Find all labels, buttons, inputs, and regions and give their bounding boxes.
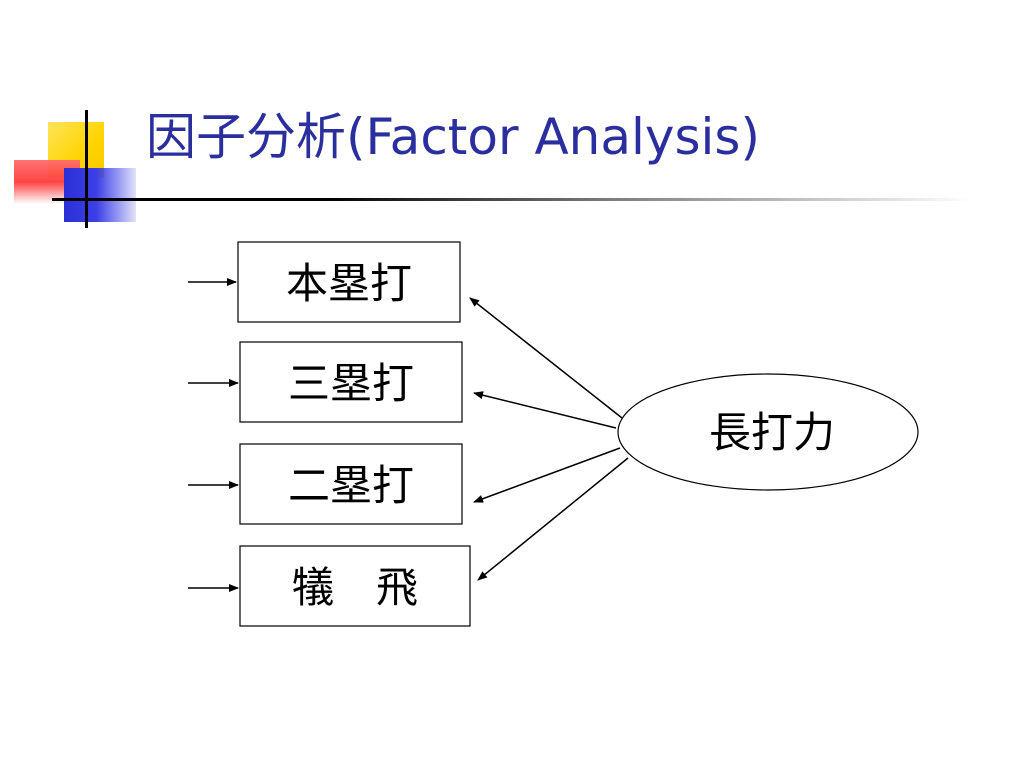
- observed-label-2: 三塁打: [288, 359, 414, 408]
- decorative-vertical-line: [85, 110, 88, 228]
- latent-factor-label: 長打力: [709, 408, 835, 457]
- observed-box-1: [237, 241, 461, 323]
- observed-label-1: 本塁打: [286, 259, 412, 308]
- observed-box-2: [239, 341, 463, 423]
- slide-title: 因子分析(Factor Analysis): [146, 108, 760, 166]
- observed-box-3: [239, 443, 463, 525]
- latent-factor-ellipse: [617, 373, 919, 491]
- loading-arrow-2: [473, 391, 617, 429]
- loading-arrow-3: [473, 447, 621, 503]
- observed-label-4: 犠 飛: [292, 563, 418, 612]
- observed-box-4: [239, 545, 471, 627]
- loading-arrow-1: [469, 297, 623, 419]
- decorative-blue-square: [64, 168, 136, 222]
- observed-label-3: 二塁打: [288, 461, 414, 510]
- loading-arrow-4: [477, 457, 629, 581]
- title-underline: [52, 198, 972, 201]
